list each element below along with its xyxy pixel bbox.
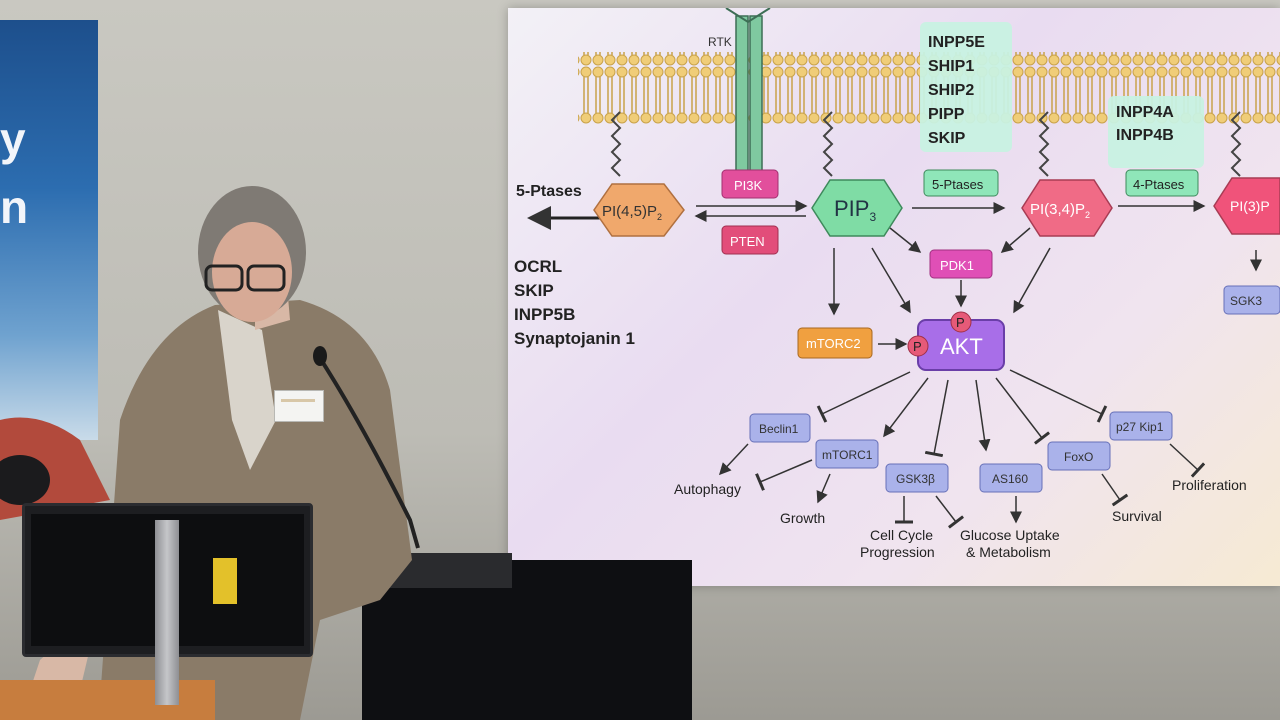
cell-cycle-label-2: Progression (860, 544, 935, 560)
inhibit-foxo (995, 377, 1051, 445)
arrow-pip3-to-akt (871, 247, 911, 314)
ocrl-label: OCRL (514, 257, 562, 276)
pip3-node (811, 179, 903, 237)
arrow-pip3-to-pdk1 (889, 227, 922, 253)
proliferation-label: Proliferation (1172, 477, 1247, 493)
foxo-node (1047, 441, 1111, 471)
anchor-pi3p (1230, 111, 1242, 177)
pathway-diagram: RTK INPP5E SHIP1 SHIP2 PIPP SKIP INPP4A … (514, 8, 1280, 560)
inpp4b-label: INPP4B (1116, 127, 1174, 144)
banner-letter-y: y (0, 113, 26, 165)
growth-label: Growth (780, 510, 825, 526)
podium-ledge (372, 553, 512, 588)
skip-label-left: SKIP (514, 281, 554, 300)
inpp5b-label: INPP5B (514, 305, 575, 324)
mtorc1-node (815, 439, 879, 469)
phospho-top-icon (950, 311, 972, 333)
cell-cycle-label-1: Cell Cycle (870, 527, 933, 543)
akt-label: AKT (940, 334, 983, 359)
inhibit-survival (1101, 473, 1129, 507)
stand-tag (213, 558, 237, 604)
glucose-label-2: & Metabolism (966, 544, 1051, 560)
p27kip1-node (1109, 411, 1173, 441)
monitor-stand (155, 520, 179, 705)
inhibit-autophagy (755, 459, 813, 491)
five-ptases-mid-label: 5-Ptases (932, 177, 984, 192)
survival-label: Survival (1112, 508, 1162, 524)
pi45p2-label: PI(4,5)P2 (602, 203, 662, 222)
inhibit-beclin1 (816, 371, 911, 423)
inhibit-gsk3b (924, 379, 949, 458)
gsk3b-label: GSK3β (896, 472, 935, 486)
banner-letter-n: n (0, 181, 29, 233)
projection-screen: RTK INPP5E SHIP1 SHIP2 PIPP SKIP INPP4A … (508, 8, 1280, 586)
sgk3-node (1223, 285, 1280, 315)
pdk1-node (929, 249, 993, 279)
arrow-mtorc1-to-growth (816, 473, 831, 504)
p27kip1-label: p27 Kip1 (1116, 420, 1164, 434)
four-ptases-label: 4-Ptases (1133, 177, 1185, 192)
name-badge-stripe (281, 399, 315, 402)
beclin1-label: Beclin1 (759, 422, 799, 436)
as160-label: AS160 (992, 472, 1028, 486)
inhibit-p27 (1009, 369, 1108, 423)
inpp4-box (1108, 96, 1204, 168)
name-badge (274, 390, 324, 422)
arrow-pi34p2-to-akt (1013, 247, 1051, 314)
arrow-akt-to-mtorc1 (883, 377, 929, 438)
gsk3b-node (885, 463, 949, 493)
pi34p2-label: PI(3,4)P2 (1030, 201, 1090, 220)
rtk-receptor (725, 8, 771, 173)
glucose-label-1: Glucose Uptake (960, 527, 1060, 543)
pip3-label: PIP3 (834, 196, 876, 224)
arrow-akt-to-as160 (975, 379, 991, 452)
foxo-label: FoxO (1064, 450, 1093, 464)
pten-label: PTEN (730, 234, 765, 249)
arrow-pi34p2-to-pdk1 (1000, 227, 1031, 253)
rtk-label: RTK (708, 35, 732, 49)
anchor-pi34p2 (1038, 111, 1050, 177)
arrow-beclin1-to-autophagy (718, 443, 749, 476)
as160-node (979, 463, 1043, 493)
anchor-pi45p2 (610, 111, 622, 177)
beclin1-node (749, 413, 811, 443)
mtorc1-label: mTORC1 (822, 448, 873, 462)
pi3k-label: PI3K (734, 178, 763, 193)
inhibit-glucose (935, 495, 965, 529)
inhibit-proliferation (1169, 443, 1206, 478)
skip-label-membrane: SKIP (928, 130, 966, 147)
inpp4a-label: INPP4A (1116, 104, 1174, 121)
mtorc2-node (797, 327, 873, 359)
pi34p2-node (1021, 179, 1113, 237)
pdk1-label: PDK1 (940, 258, 974, 273)
pi3p-node (1213, 177, 1280, 235)
ship1-label: SHIP1 (928, 58, 974, 75)
autophagy-label: Autophagy (674, 481, 741, 497)
phospho-top-label: P (956, 315, 965, 330)
five-ptases-left-label: 5-Ptases (516, 183, 582, 200)
anchor-pip3 (822, 111, 834, 177)
pi45p2-node (593, 183, 685, 237)
phospho-left-icon (907, 335, 929, 357)
five-ptases-mid-node (923, 169, 999, 197)
mtorc2-label: mTORC2 (806, 336, 861, 351)
inpp5e-label: INPP5E (928, 34, 985, 51)
four-ptases-node (1125, 169, 1199, 197)
pi3p-label: PI(3)P (1230, 198, 1270, 214)
ship2-label: SHIP2 (928, 82, 974, 99)
phospho-left-label: P (913, 339, 922, 354)
pten-node (721, 225, 779, 255)
inpp5-box (920, 22, 1012, 152)
sgk3-label: SGK3 (1230, 294, 1262, 308)
desk (0, 680, 215, 720)
pi3k-node (721, 169, 779, 199)
pipp-label: PIPP (928, 106, 965, 123)
side-banner: y n (0, 20, 98, 440)
synaptojanin-label: Synaptojanin 1 (514, 329, 635, 348)
